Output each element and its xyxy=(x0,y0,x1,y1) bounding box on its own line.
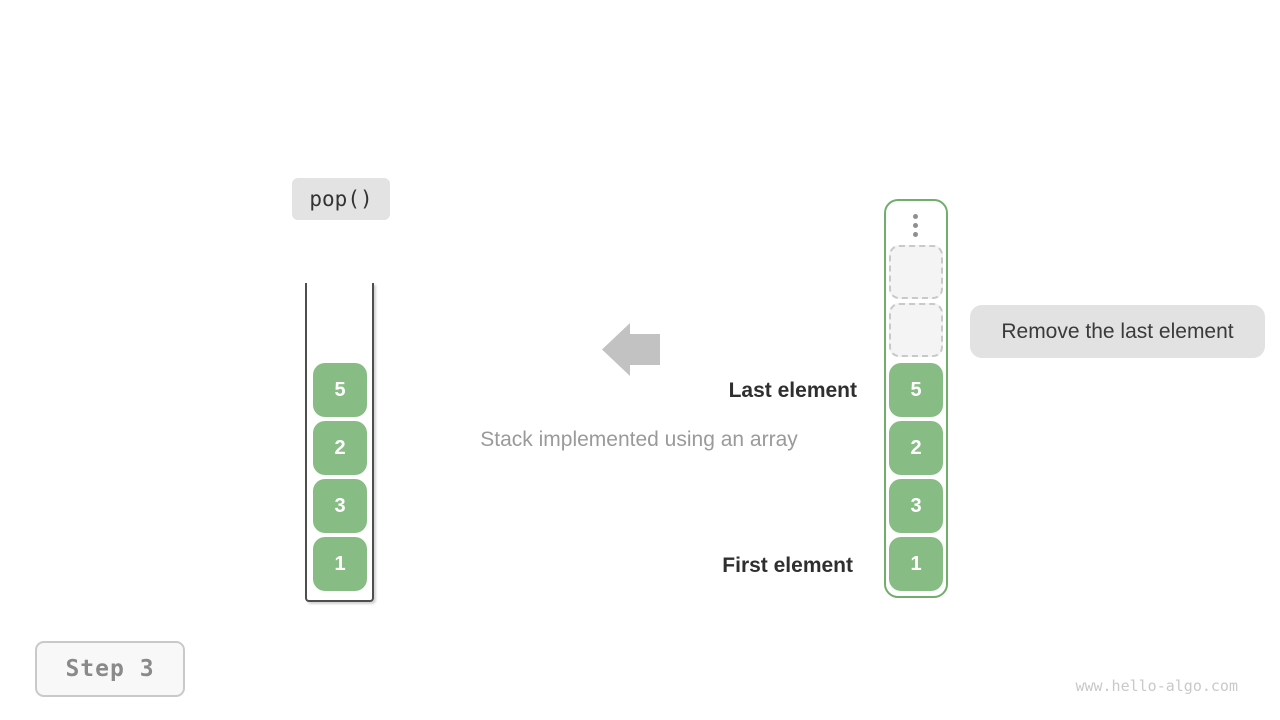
stack-caption: Stack implemented using an array xyxy=(480,428,798,451)
arrow-left-icon xyxy=(602,323,660,376)
ellipsis-dot xyxy=(913,223,918,228)
stack-item: 3 xyxy=(313,479,367,533)
pop-operation-label: pop() xyxy=(292,178,390,220)
stack-item: 1 xyxy=(313,537,367,591)
last-element-label: Last element xyxy=(728,379,857,402)
stack-item: 5 xyxy=(313,363,367,417)
remove-note-label: Remove the last element xyxy=(970,305,1265,358)
watermark: www.hello-algo.com xyxy=(1075,677,1238,695)
ellipsis-dot xyxy=(913,214,918,219)
array-item: 2 xyxy=(889,421,943,475)
empty-array-slot xyxy=(889,245,943,299)
vertical-ellipsis-icon xyxy=(913,212,918,239)
stack-item: 2 xyxy=(313,421,367,475)
array-item: 5 xyxy=(889,363,943,417)
array-item: 1 xyxy=(889,537,943,591)
array-item: 3 xyxy=(889,479,943,533)
step-badge: Step 3 xyxy=(35,641,185,697)
empty-array-slot xyxy=(889,303,943,357)
first-element-label: First element xyxy=(722,554,853,577)
ellipsis-dot xyxy=(913,232,918,237)
